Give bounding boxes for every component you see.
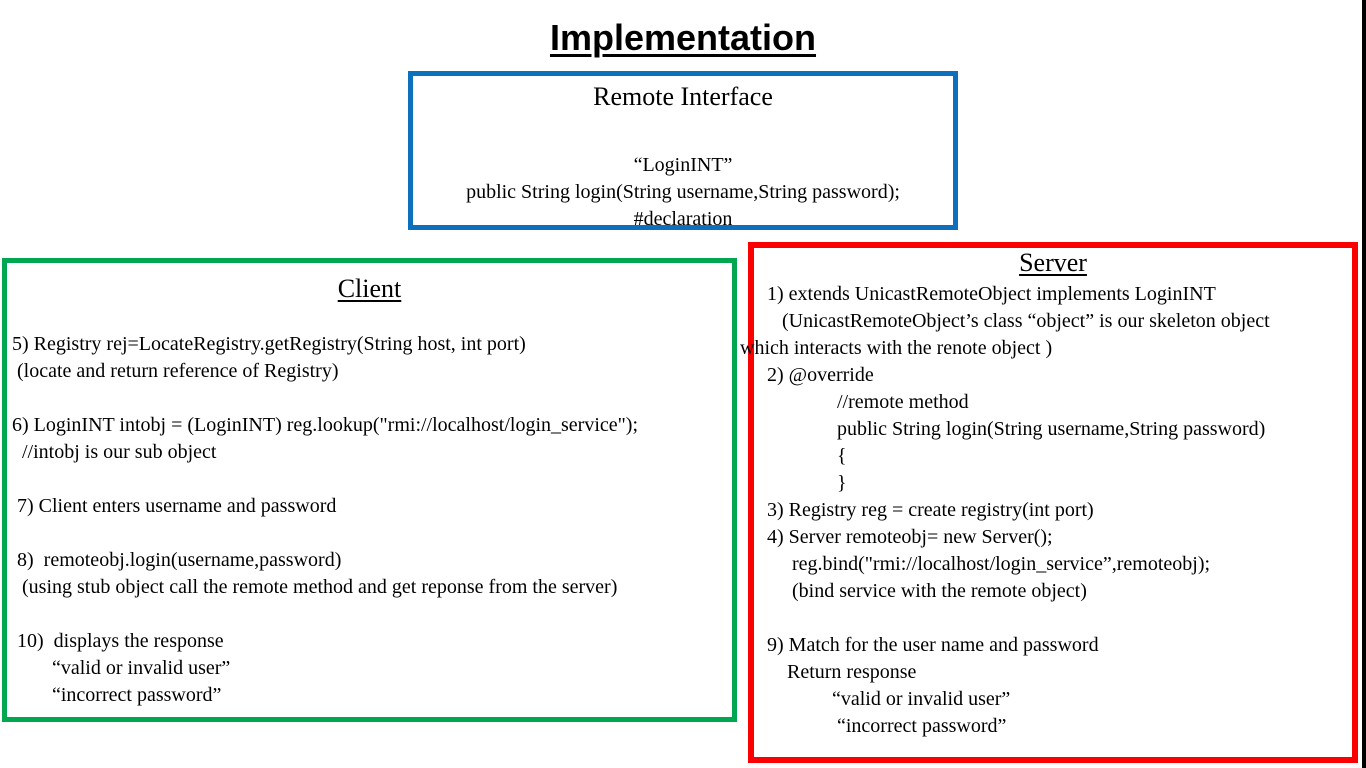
- text-line: {: [762, 445, 847, 467]
- remote-interface-box: Remote Interface “LoginINT” public Strin…: [408, 71, 958, 230]
- text-line: public String login(String username,Stri…: [466, 181, 900, 203]
- text-line: “valid or invalid user”: [762, 688, 1011, 710]
- text-line: 9) Match for the user name and password: [762, 634, 1099, 656]
- slide-edge-line: [1362, 0, 1366, 768]
- text-line: Return response: [762, 661, 917, 683]
- text-line: 7) Client enters username and password: [12, 495, 337, 517]
- server-heading: Server: [1019, 248, 1087, 277]
- text-line: “incorrect password”: [12, 684, 222, 706]
- text-line: 5) Registry rej=LocateRegistry.getRegist…: [12, 333, 526, 355]
- text-line: //intobj is our sub object: [12, 441, 217, 463]
- text-line: 3) Registry reg = create registry(int po…: [762, 499, 1094, 521]
- text-line: [762, 605, 1352, 632]
- text-line: 10) displays the response: [12, 630, 224, 652]
- text-line: (UnicastRemoteObject’s class “object” is…: [762, 310, 1270, 332]
- text-line: “valid or invalid user”: [12, 657, 231, 679]
- text-line: 1) extends UnicastRemoteObject implement…: [762, 283, 1216, 305]
- server-lines: 1) extends UnicastRemoteObject implement…: [740, 281, 1352, 740]
- text-line: 4) Server remoteobj= new Server();: [762, 526, 1053, 548]
- client-lines: 5) Registry rej=LocateRegistry.getRegist…: [7, 331, 732, 709]
- text-line: [12, 385, 732, 412]
- text-line: }: [762, 472, 847, 494]
- server-box: Server 1) extends UnicastRemoteObject im…: [740, 242, 1358, 763]
- text-line: (bind service with the remote object): [762, 580, 1087, 602]
- text-line: reg.bind("rmi://localhost/login_service”…: [762, 553, 1211, 575]
- client-heading: Client: [337, 274, 402, 303]
- text-line: “LoginINT”: [633, 154, 733, 176]
- remote-interface-lines: “LoginINT” public String login(String us…: [413, 152, 953, 233]
- text-line: #declaration: [633, 208, 733, 230]
- text-line: 6) LoginINT intobj = (LoginINT) reg.look…: [12, 414, 639, 436]
- client-box: Client 5) Registry rej=LocateRegistry.ge…: [2, 258, 737, 722]
- text-line: [12, 601, 732, 628]
- text-line: [12, 466, 732, 493]
- text-line: 2) @override: [762, 364, 874, 386]
- page-title: Implementation: [549, 17, 817, 58]
- text-line: which interacts with the renote object ): [740, 337, 1053, 359]
- text-line: 8) remoteobj.login(username,password): [12, 549, 342, 571]
- remote-interface-heading: Remote Interface: [593, 82, 773, 111]
- text-line: “incorrect password”: [762, 715, 1007, 737]
- text-line: (locate and return reference of Registry…: [12, 360, 339, 382]
- text-line: (using stub object call the remote metho…: [12, 576, 618, 598]
- text-line: public String login(String username,Stri…: [762, 418, 1266, 440]
- text-line: //remote method: [762, 391, 969, 413]
- text-line: [12, 520, 732, 547]
